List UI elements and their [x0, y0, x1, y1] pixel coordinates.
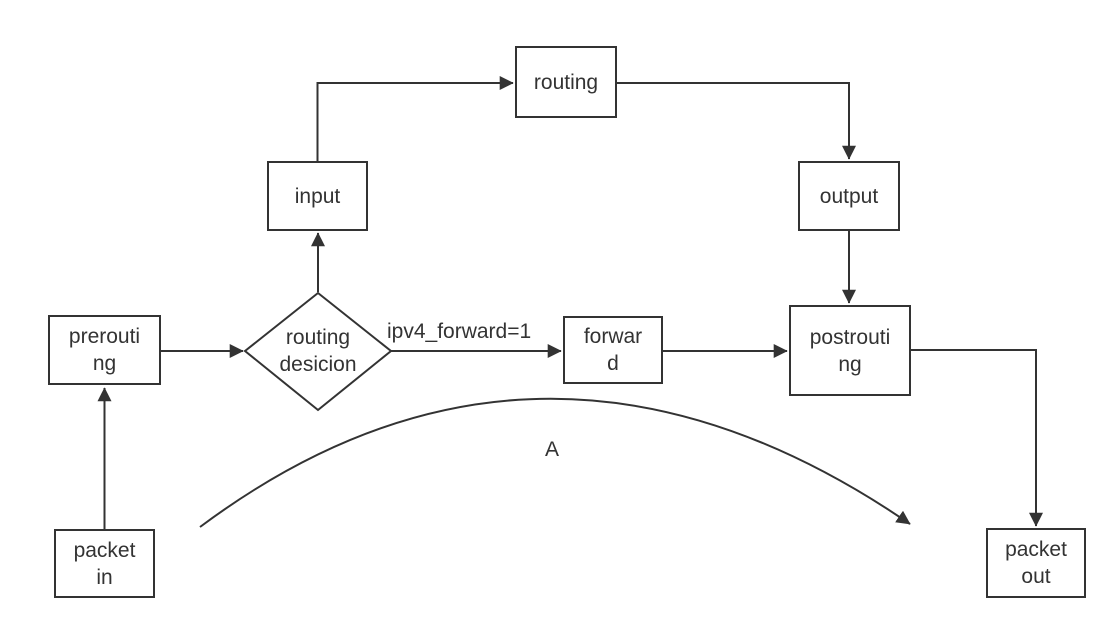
node-prerouting-label: prerouti ng	[68, 325, 141, 375]
node-prerouting: prerouti ng	[48, 315, 161, 385]
edge-postrouting-to-packet-out	[911, 349, 1043, 527]
edge-input-to-routing	[316, 76, 514, 161]
node-routing: routing	[515, 46, 617, 118]
node-routing-label: routing	[533, 70, 599, 94]
node-routing-decision: routing desicion	[253, 320, 383, 382]
node-packet-in: packet in	[54, 529, 155, 598]
edge-arc-a	[199, 397, 911, 528]
node-packet-in-label: packet in	[73, 538, 136, 589]
node-input-label: input	[294, 184, 341, 208]
node-input: input	[267, 161, 368, 231]
node-packet-out-label: packet out	[1005, 538, 1067, 588]
node-forward: forwar d	[563, 316, 663, 384]
node-output: output	[798, 161, 900, 231]
node-output-label: output	[819, 184, 879, 208]
node-forward-label: forwar d	[583, 325, 643, 375]
node-postrouting: postrouti ng	[789, 305, 911, 396]
node-packet-out: packet out	[986, 528, 1086, 598]
node-postrouting-label: postrouti ng	[809, 325, 891, 376]
node-routing-decision-label: routing desicion	[279, 326, 357, 376]
edge-label-a: A	[545, 438, 560, 461]
edge-routing-to-output	[617, 82, 856, 160]
routing-decision-diamond-shape	[243, 291, 393, 412]
edge-label-ipv4-forward: ipv4_forward=1	[387, 320, 532, 343]
